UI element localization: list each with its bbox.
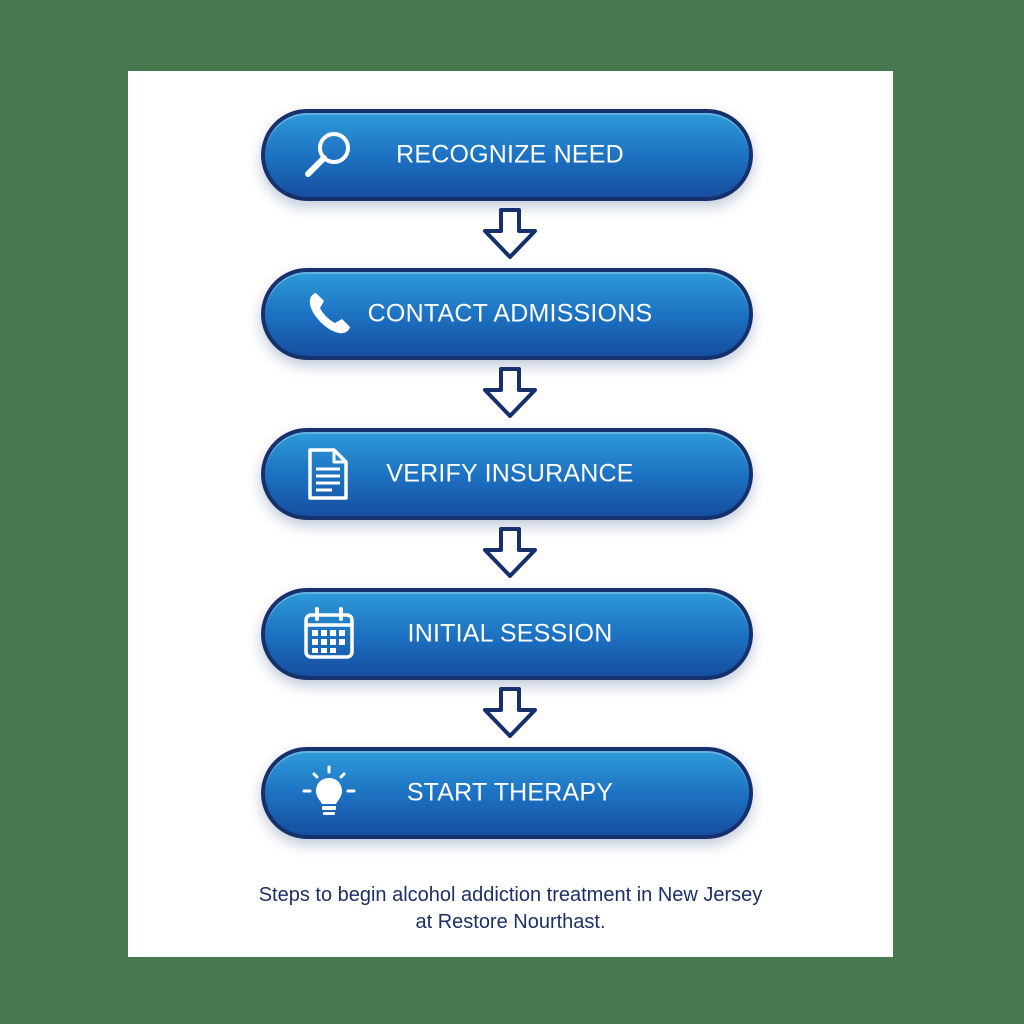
arrow-down-icon <box>483 208 537 259</box>
arrow-down-icon <box>483 527 537 578</box>
calendar-icon <box>299 604 359 664</box>
step-label: INITIAL SESSION <box>407 619 613 648</box>
step-label: START THERAPY <box>406 778 614 807</box>
step-label: RECOGNIZE NEED <box>396 140 624 169</box>
step-recognize-need[interactable]: RECOGNIZE NEED <box>261 109 753 201</box>
step-contact-admissions[interactable]: CONTACT ADMISSIONS <box>261 268 753 360</box>
step-label: VERIFY INSURANCE <box>386 459 634 488</box>
step-label: CONTACT ADMISSIONS <box>367 299 653 328</box>
step-verify-insurance[interactable]: VERIFY INSURANCE <box>261 428 753 520</box>
caption-line-1: Steps to begin alcohol addiction treatme… <box>258 884 763 906</box>
document-icon <box>299 444 359 504</box>
flowchart-card: RECOGNIZE NEED CONTACT ADMISSIONS VER <box>128 71 893 957</box>
lightbulb-icon <box>299 763 359 823</box>
step-start-therapy[interactable]: START THERAPY <box>261 747 753 839</box>
step-initial-session[interactable]: INITIAL SESSION <box>261 588 753 680</box>
caption-line-2: at Restore Nourthast. <box>415 911 606 933</box>
arrow-down-icon <box>483 687 537 738</box>
caption: Steps to begin alcohol addiction treatme… <box>128 882 893 936</box>
arrow-down-icon <box>483 367 537 418</box>
phone-icon <box>299 284 359 344</box>
magnifier-icon <box>299 125 359 185</box>
